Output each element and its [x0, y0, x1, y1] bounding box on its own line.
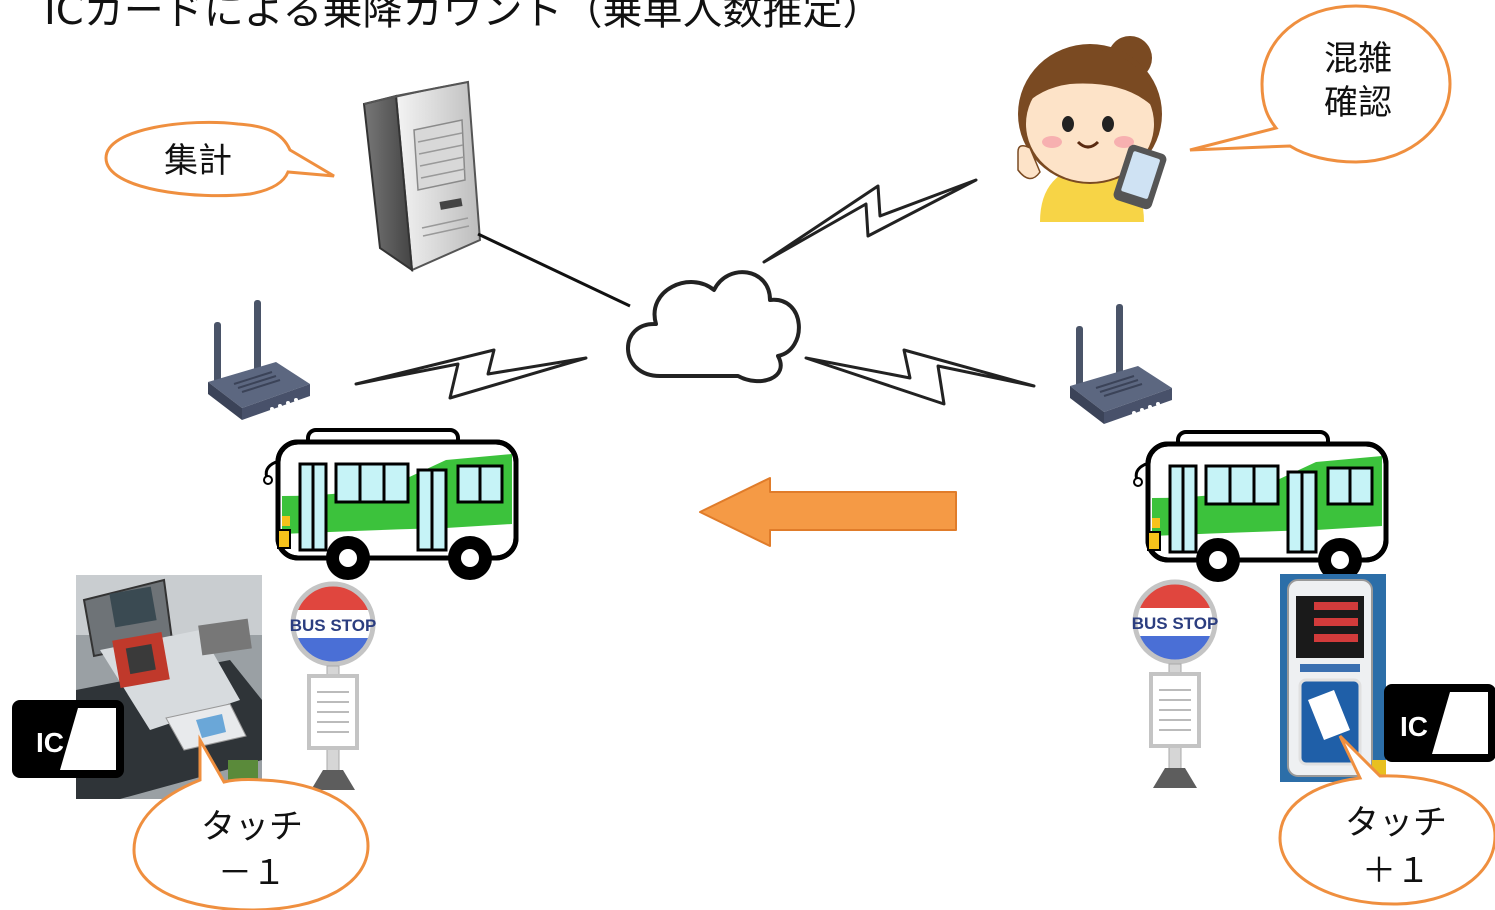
wireless-link-left: [354, 348, 588, 400]
svg-text:タッチ: タッチ: [201, 807, 303, 847]
ic-card-logo-left: IC: [12, 700, 124, 778]
router-left-icon: [207, 299, 311, 421]
ic-card-logo-right: IC: [1384, 684, 1495, 762]
bus-stop-left-label: BUS STOP: [290, 616, 377, 635]
cloud-icon: [626, 270, 801, 384]
bus-stop-right-label: BUS STOP: [1132, 614, 1219, 633]
bus-right-icon: [1134, 432, 1386, 582]
callout-touch-minus: タッチ －１: [132, 734, 370, 910]
bus-left-icon: [264, 430, 516, 580]
svg-text:－１: －１: [218, 853, 286, 893]
card-reader-photo: [1280, 574, 1386, 782]
callout-touch-plus: タッチ ＋１: [1278, 734, 1495, 906]
callout-aggregate: 集計: [104, 120, 335, 198]
user-with-phone-icon: [1017, 36, 1167, 222]
direction-arrow: [699, 477, 957, 547]
svg-text:混雑: 混雑: [1324, 39, 1392, 79]
router-right-icon: [1069, 303, 1173, 425]
svg-text:確認: 確認: [1324, 83, 1392, 123]
callout-congestion-check: 混雑 確認: [1189, 4, 1452, 164]
bus-stop-left-icon: BUS STOP: [290, 584, 377, 790]
svg-text:IC: IC: [1400, 711, 1428, 742]
server-cloud-link: [477, 232, 631, 308]
wireless-link-user: [762, 178, 978, 264]
svg-text:タッチ: タッチ: [1345, 803, 1447, 843]
wireless-link-right: [804, 348, 1036, 406]
server-icon: [362, 80, 482, 273]
diagram-title: ICカードによる乗降カウント（乗車人数推定）: [44, 0, 883, 34]
svg-text:集計: 集計: [164, 141, 232, 181]
svg-text:＋１: ＋１: [1362, 851, 1430, 891]
bus-stop-right-icon: BUS STOP: [1132, 582, 1219, 788]
svg-text:IC: IC: [36, 727, 64, 758]
